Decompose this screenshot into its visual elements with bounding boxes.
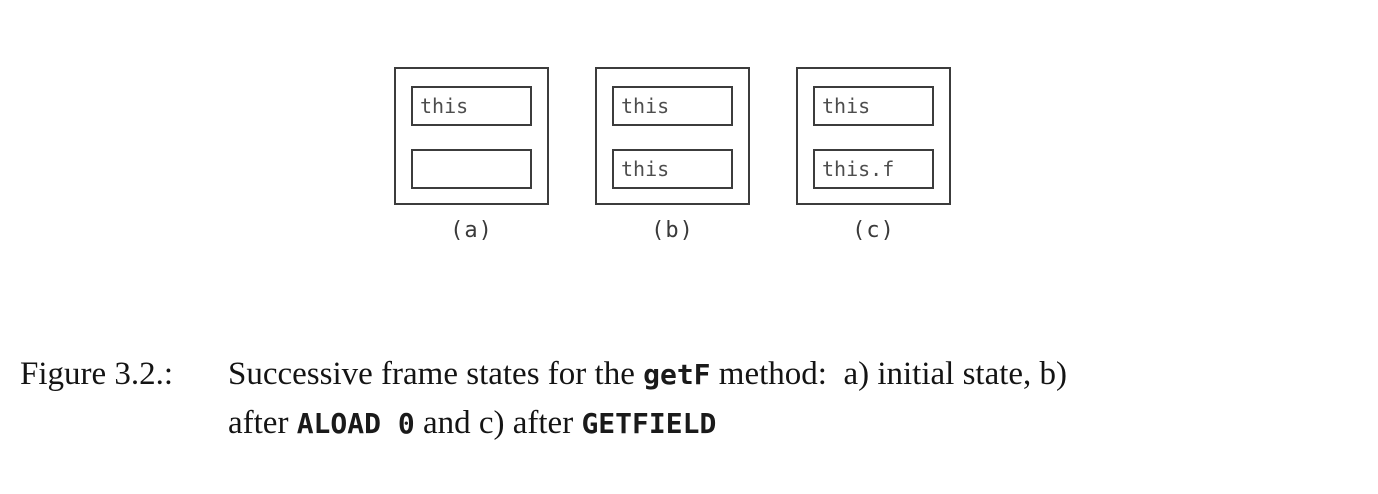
frame-label-b: (b) xyxy=(651,218,694,243)
frame-group-c: this this.f (c) xyxy=(796,67,951,243)
frame-label-a: (a) xyxy=(450,218,493,243)
figure-caption: Figure 3.2.: Successive frame states for… xyxy=(20,350,1067,448)
caption-number-label: Figure 3.2.: xyxy=(20,356,174,392)
frame-group-a: this (a) xyxy=(394,67,549,243)
stack-slot xyxy=(411,149,532,189)
caption-code-getf: getF xyxy=(643,358,711,391)
frame-box-b: this this xyxy=(595,67,750,205)
frame-box-c: this this.f xyxy=(796,67,951,205)
caption-code-getfield: GETFIELD xyxy=(581,407,717,440)
caption-segment: after xyxy=(228,405,297,441)
caption-line-1: Successive frame states for the getF met… xyxy=(228,350,1067,399)
caption-code-aload: ALOAD 0 xyxy=(296,407,415,440)
caption-text: Successive frame states for the getF met… xyxy=(228,350,1067,448)
caption-segment: Successive frame states for the xyxy=(228,356,644,392)
frame-box-a: this xyxy=(394,67,549,205)
frame-label-c: (c) xyxy=(852,218,895,243)
stack-slot: this.f xyxy=(813,149,934,189)
caption-segment: and c) after xyxy=(414,405,582,441)
stack-slot: this xyxy=(612,149,733,189)
stack-slot: this xyxy=(411,86,532,126)
caption-segment: method: a) initial state, b) xyxy=(710,356,1068,392)
frame-group-b: this this (b) xyxy=(595,67,750,243)
stack-slot: this xyxy=(612,86,733,126)
caption-line-2: after ALOAD 0 and c) after GETFIELD xyxy=(228,399,1067,448)
stack-slot: this xyxy=(813,86,934,126)
frame-states-diagram: this (a) this this (b) this this.f (c) xyxy=(394,67,951,243)
